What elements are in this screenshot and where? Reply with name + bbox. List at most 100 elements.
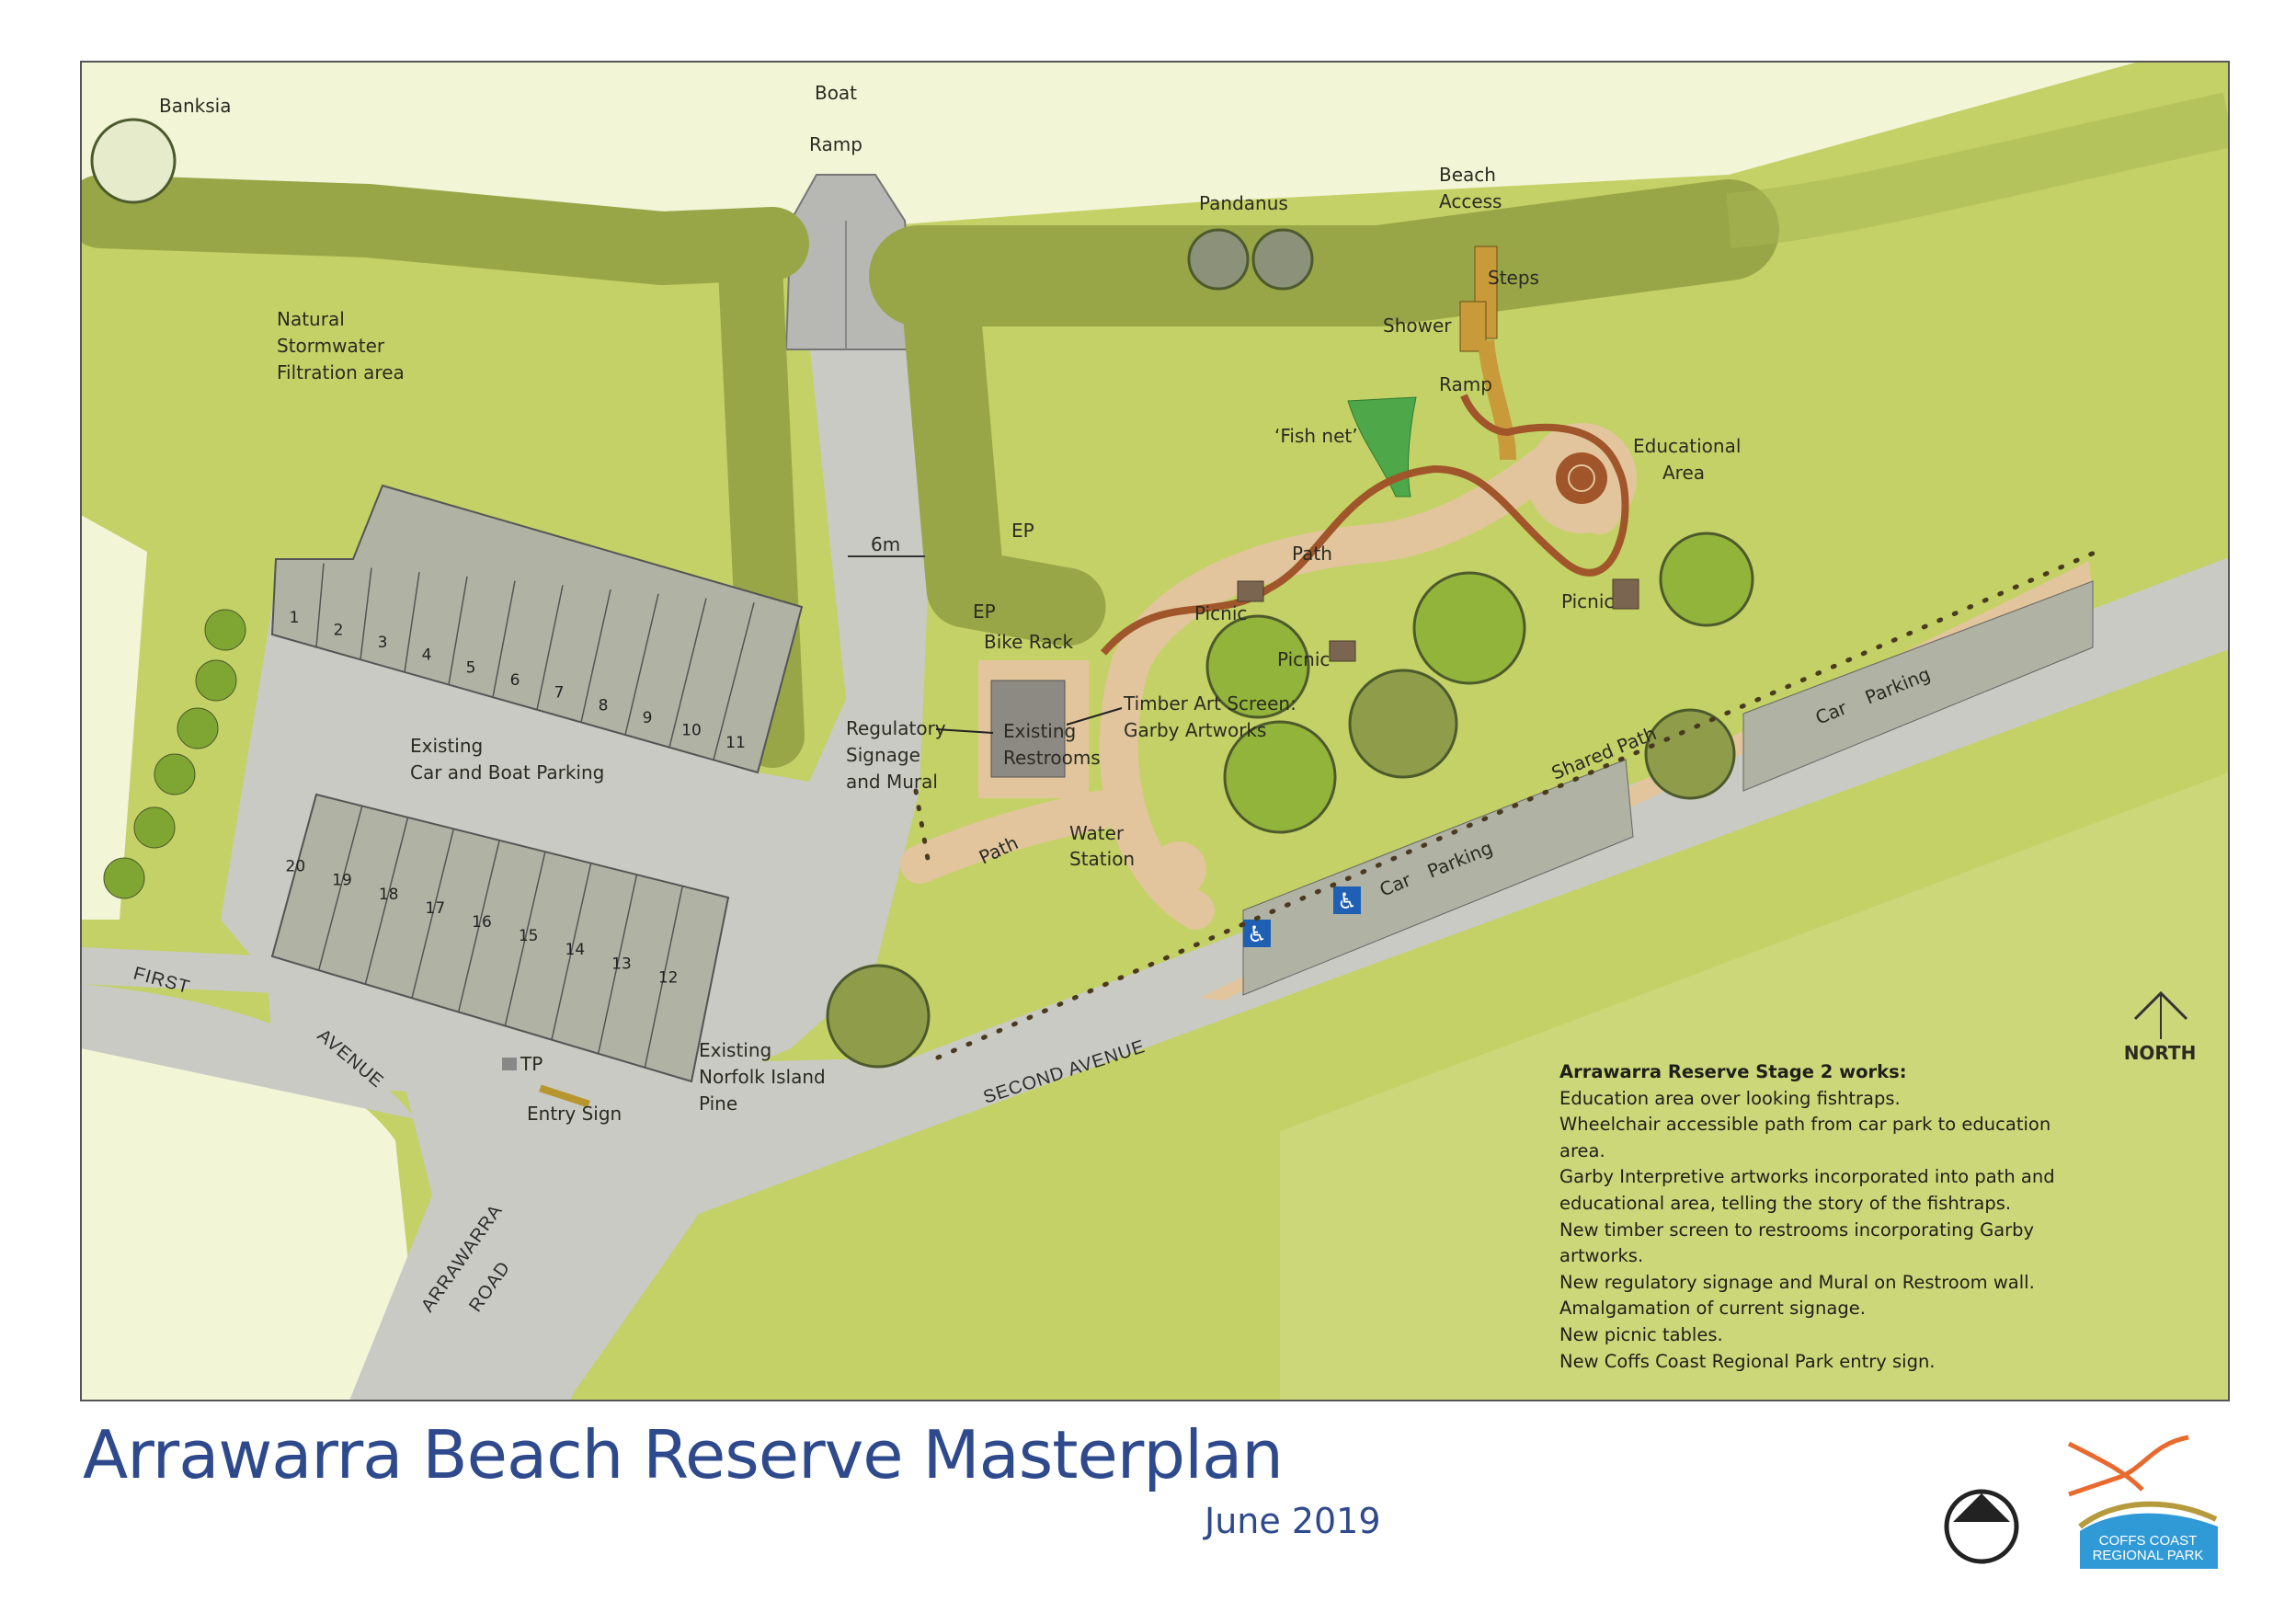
logo-text: COFFS COAST REGIONAL PARK [2080, 1534, 2216, 1563]
notes-line: New picnic tables. [1559, 1323, 1723, 1345]
picnic-tables [1237, 578, 1639, 662]
parking-bay-number: 8 [599, 696, 609, 715]
label-picnic: Picnic [1561, 590, 1614, 612]
label-water-station: Water [1069, 822, 1125, 844]
existing-restrooms [990, 680, 1066, 778]
label-restrooms: Existing [1003, 720, 1076, 742]
label-picnic: Picnic [1194, 602, 1247, 624]
label-ramp: Ramp [1439, 373, 1492, 395]
label-norfolk-pine: Norfolk Island [699, 1066, 826, 1088]
parking-bay-line [404, 572, 420, 673]
notes-line: New regulatory signage and Mural on Rest… [1559, 1271, 2035, 1293]
parking-bay-number: 15 [519, 927, 539, 945]
accessible-parking-icon: ♿ [1243, 920, 1271, 947]
label-tp: TP [520, 1053, 543, 1075]
tp-marker [502, 1058, 517, 1070]
label-stormwater: Natural [277, 308, 345, 330]
svg-text:♿: ♿ [1337, 888, 1357, 914]
parking-bay-line [364, 817, 409, 985]
car-parking-strip-1 [1242, 759, 1634, 996]
label-norfolk-pine: Pine [699, 1092, 737, 1115]
parking-bay-number: 19 [332, 872, 352, 890]
parking-bay-number: 1 [290, 609, 300, 627]
parking-bay-line [448, 576, 468, 685]
north-arrow-icon [2133, 990, 2188, 1039]
parking-bay-line [624, 593, 659, 736]
parking-bay-line [315, 563, 325, 647]
parking-bay-line [668, 598, 707, 748]
notes-line: Wheelchair accessible path from car park… [1559, 1114, 2051, 1136]
svg-text:♿: ♿ [1247, 921, 1267, 947]
label-shower: Shower [1383, 315, 1452, 337]
label-fish-net: ‘Fish net’ [1274, 425, 1358, 447]
plan-date: June 2019 [1205, 1501, 1381, 1541]
notes-heading: Arrawarra Reserve Stage 2 works: [1559, 1061, 1907, 1082]
parking-bay-line [536, 585, 564, 710]
parking-bay-line [271, 558, 277, 635]
label-existing-parking: Car and Boat Parking [410, 761, 604, 783]
parking-bay-line [457, 840, 500, 1012]
parking-bay-number: 3 [378, 634, 388, 652]
parking-bay-line [691, 897, 729, 1082]
label-path: Path [1292, 543, 1332, 565]
label-regulatory-signage: Signage [846, 744, 920, 766]
parking-bay-number: 11 [725, 734, 746, 752]
label-banksia: Banksia [159, 95, 231, 117]
notes-line: educational area, telling the story of t… [1559, 1192, 2012, 1214]
parking-bay-number: 17 [426, 899, 446, 918]
label-steps: Steps [1488, 267, 1539, 289]
parking-bay-line [580, 589, 611, 723]
label-ep: EP [973, 600, 996, 623]
parking-bay-line [271, 794, 317, 957]
label-ramp-width: 6m [871, 533, 900, 555]
parking-bay-number: 2 [334, 621, 344, 639]
parking-bay-line [317, 806, 363, 971]
label-norfolk-pine: Existing [699, 1039, 771, 1061]
label-restrooms: Restrooms [1003, 747, 1101, 769]
parking-bay-line [644, 886, 683, 1069]
notes-line: Garby Interpretive artworks incorporated… [1559, 1166, 2055, 1188]
parking-bay-number: 4 [422, 646, 432, 665]
notes-line: artworks. [1559, 1245, 1644, 1267]
parking-bay-line [360, 567, 372, 660]
label-timber-screen: Timber Art Screen: [1123, 692, 1296, 715]
notes-line: New timber screen to restrooms incorpora… [1559, 1218, 2035, 1241]
label-regulatory-signage: Regulatory [846, 717, 946, 739]
parking-bay-line [597, 874, 638, 1054]
label-north: NORTH [2124, 1042, 2197, 1064]
parking-bay-number: 16 [472, 913, 492, 932]
beach-ramp [1478, 339, 1516, 461]
label-pandanus: Pandanus [1199, 192, 1288, 214]
label-regulatory-signage: and Mural [846, 771, 938, 793]
parking-bay-number: 12 [658, 968, 679, 987]
label-beach-access: Beach [1439, 164, 1496, 186]
label-educational-area: Area [1662, 462, 1705, 484]
entry-sign [539, 1084, 590, 1108]
logo-line: COFFS COAST [2098, 1533, 2198, 1549]
label-ep: EP [1011, 520, 1034, 542]
parking-bay-line [757, 606, 803, 773]
label-boat-ramp: Boat [815, 82, 857, 104]
lawn-lower-right [1280, 772, 2229, 1401]
label-existing-parking: Existing [410, 735, 483, 757]
label-beach-access: Access [1439, 190, 1502, 212]
parking-bay-number: 13 [611, 955, 632, 973]
boundary-fence [913, 549, 2099, 1060]
page-title: Arrawarra Beach Reserve Masterplan [83, 1416, 1284, 1493]
accessible-parking-icon: ♿ [1333, 886, 1361, 914]
label-water-station: Station [1069, 848, 1135, 870]
label-stormwater: Filtration area [277, 361, 405, 383]
parking-bay-number: 5 [466, 658, 476, 677]
notes-line: area. [1559, 1139, 1605, 1161]
parking-bay-number: 7 [554, 684, 565, 703]
notes-line: Amalgamation of current signage. [1559, 1298, 1866, 1320]
map-frame [80, 61, 2230, 1401]
fish-net-artwork [1347, 396, 1417, 497]
parking-bay-number: 6 [510, 671, 520, 690]
logo-line: REGIONAL PARK [2092, 1548, 2204, 1563]
parking-bay-line [713, 602, 755, 761]
coffs-coast-logo [2067, 1435, 2218, 1569]
car-parking-strip-2 [1742, 580, 2094, 792]
lawn-left-edge [81, 515, 147, 920]
parking-bay-number: 9 [643, 709, 653, 727]
